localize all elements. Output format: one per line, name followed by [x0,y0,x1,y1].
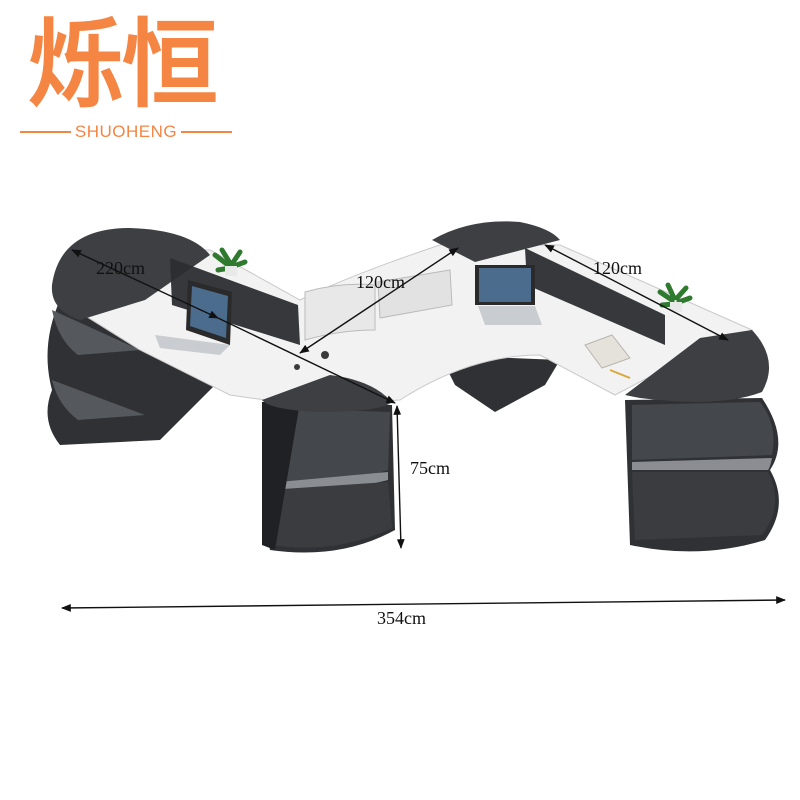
dim-line-total-length [61,596,786,612]
brand-logo: 烁恒 SHUOHENG [20,10,235,150]
desk-end-right [625,330,770,402]
front-left-shelf-unit [262,402,395,553]
brand-line-left [20,131,71,133]
dim-label-total-length: 354cm [377,608,426,628]
dim-line-right-width [544,244,729,341]
brand-name-en-row: SHUOHENG [20,122,233,142]
cable-grommet [321,351,329,359]
center-panel [440,355,560,412]
dim-label-height: 75cm [410,458,450,478]
dim-line-left-depth-ext [217,317,396,404]
cable-grommet [294,364,300,370]
dim-line-left-depth [71,249,219,319]
right-shelf-unit [625,398,779,552]
dim-label-middle-width: 120cm [356,272,405,292]
brand-name-cn: 烁恒 [28,9,218,121]
dim-line-height [393,405,405,549]
left-shelf-unit [47,300,215,445]
desk-end-front [262,375,392,412]
dim-line-middle-width [299,247,459,354]
dim-label-right-width: 120cm [593,258,642,278]
dim-label-left-depth: 220cm [96,258,145,278]
brand-line-right [181,131,233,133]
brand-name-en: SHUOHENG [74,122,178,141]
laptop-right [475,265,542,325]
desk-end-middle-back [432,221,560,262]
plant-left-icon [212,247,248,276]
